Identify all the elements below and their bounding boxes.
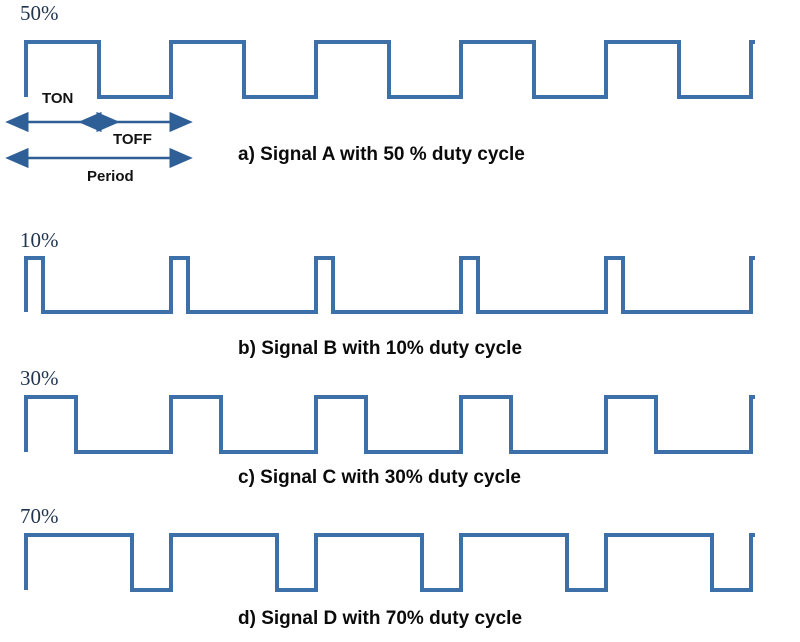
waveform-signal-b (24, 256, 755, 314)
waveform-signal-c (24, 395, 755, 454)
caption-signal-c: c) Signal C with 30% duty cycle (238, 467, 521, 488)
amplitude-label-signal-b: 10% (20, 228, 59, 252)
waveform-paths (24, 40, 755, 592)
dimension-arrows (5, 111, 193, 169)
caption-signal-a: a) Signal A with 50 % duty cycle (238, 144, 525, 165)
caption-signal-d: d) Signal D with 70% duty cycle (238, 608, 523, 629)
caption-signal-b: b) Signal B with 10% duty cycle (238, 338, 523, 359)
ton-label: TON (42, 90, 74, 107)
toff-label: TOFF (113, 131, 152, 148)
waveform-signal-d (24, 533, 755, 592)
amplitude-label-signal-d: 70% (20, 504, 59, 528)
amplitude-label-signal-c: 30% (20, 366, 59, 390)
period-label: Period (87, 168, 134, 185)
waveform-signal-a (24, 40, 755, 99)
amplitude-label-signal-a: 50% (20, 1, 59, 25)
